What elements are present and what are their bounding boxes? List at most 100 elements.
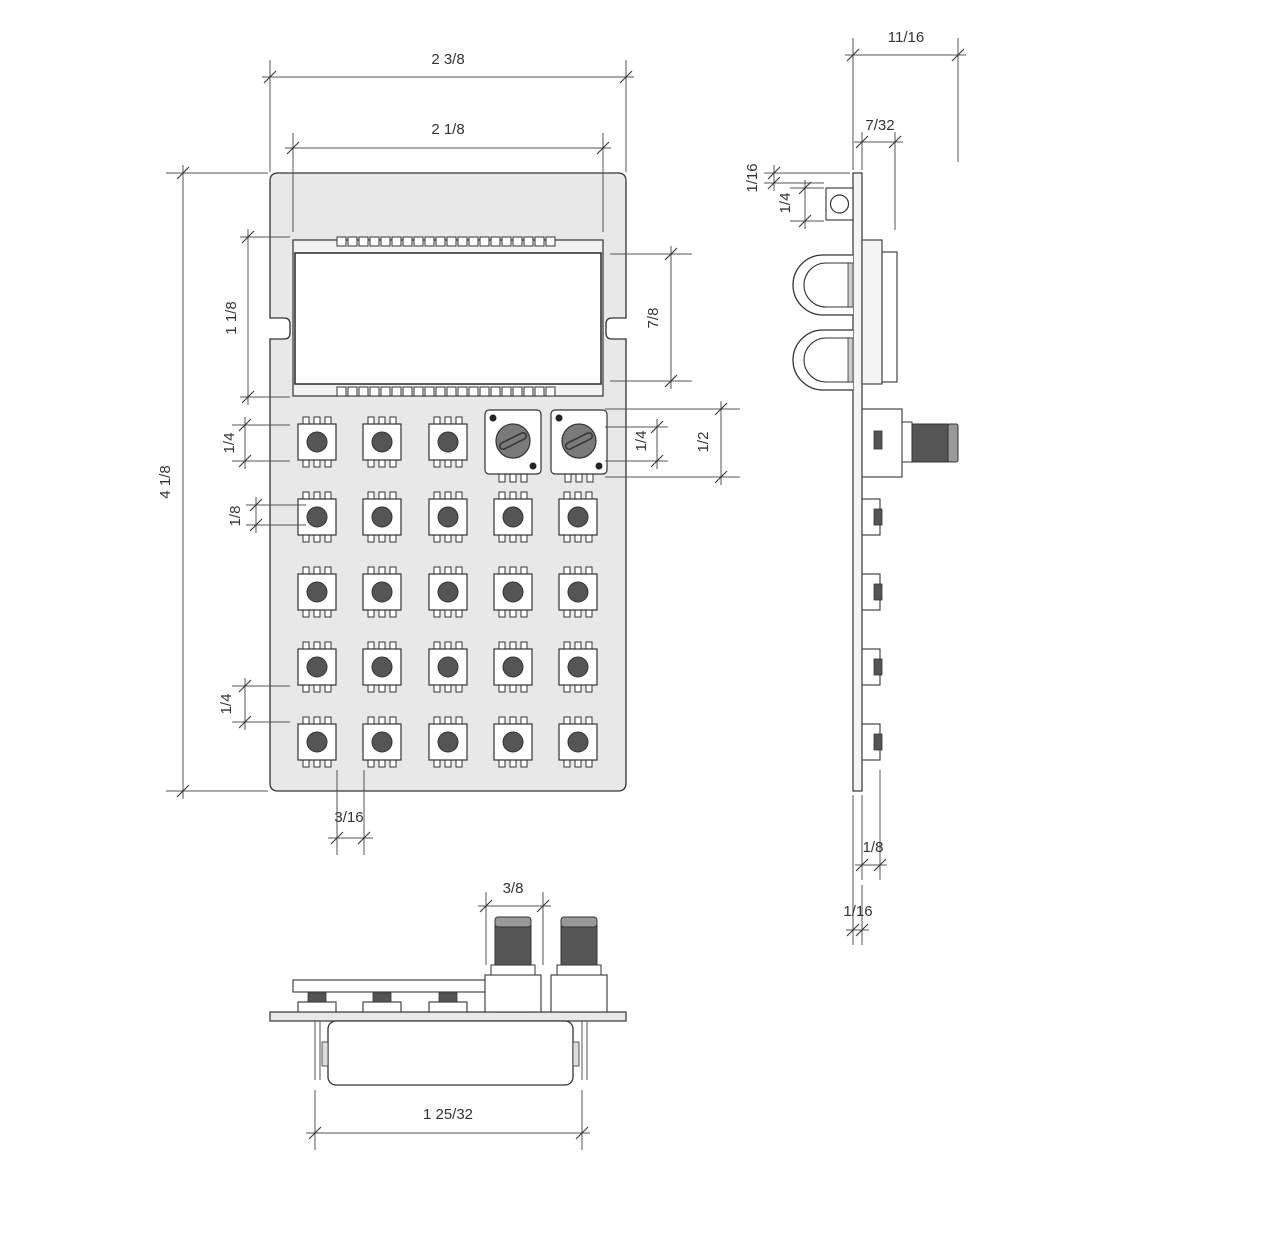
display-pin bbox=[446, 386, 457, 397]
button-cap bbox=[502, 581, 524, 603]
dim-display-width: 2 1/8 bbox=[431, 121, 464, 138]
display-pin bbox=[402, 236, 413, 247]
button[interactable] bbox=[362, 416, 402, 468]
dim-side-top-led: 1/4 bbox=[777, 193, 794, 214]
display-pin bbox=[534, 386, 545, 397]
display-pin bbox=[391, 386, 402, 397]
knob[interactable] bbox=[550, 409, 608, 483]
button[interactable] bbox=[428, 416, 468, 468]
battery bbox=[327, 1020, 574, 1086]
display-pin bbox=[457, 386, 468, 397]
display-pin bbox=[468, 386, 479, 397]
button-cap bbox=[371, 431, 393, 453]
button-cap bbox=[306, 506, 328, 528]
button-cap bbox=[502, 731, 524, 753]
side-display-frame bbox=[861, 239, 883, 385]
button-cap bbox=[306, 656, 328, 678]
display-pin bbox=[523, 236, 534, 247]
button[interactable] bbox=[558, 566, 598, 618]
button[interactable] bbox=[297, 491, 337, 543]
dim-display-height: 1 1/8 bbox=[223, 301, 240, 334]
display-pin bbox=[424, 386, 435, 397]
button-cap bbox=[502, 506, 524, 528]
side-knob-shaft bbox=[911, 423, 949, 463]
display-pin bbox=[347, 386, 358, 397]
display-pin bbox=[479, 386, 490, 397]
button[interactable] bbox=[362, 716, 402, 768]
button-cap bbox=[371, 506, 393, 528]
display-pin bbox=[490, 236, 501, 247]
button[interactable] bbox=[362, 641, 402, 693]
button-cap bbox=[437, 656, 459, 678]
bottom-display-strip bbox=[292, 979, 488, 993]
dim-button-size: 1/8 bbox=[227, 506, 244, 527]
bottom-knob bbox=[550, 916, 608, 1013]
button-cap bbox=[437, 731, 459, 753]
display-pin bbox=[369, 236, 380, 247]
battery-clip-bottom bbox=[792, 329, 853, 391]
button[interactable] bbox=[493, 491, 533, 543]
dim-side-top-small: 1/16 bbox=[744, 163, 761, 192]
display-pin bbox=[512, 236, 523, 247]
dim-knob-shaft-width: 3/8 bbox=[503, 880, 524, 897]
button[interactable] bbox=[558, 491, 598, 543]
knob[interactable] bbox=[484, 409, 542, 483]
display-pin bbox=[358, 236, 369, 247]
button[interactable] bbox=[297, 416, 337, 468]
dim-button-pitch-top: 1/4 bbox=[221, 433, 238, 454]
button[interactable] bbox=[493, 566, 533, 618]
button-cap bbox=[437, 431, 459, 453]
display-pin bbox=[391, 236, 402, 247]
display-pin bbox=[501, 236, 512, 247]
dim-knob-size: 1/4 bbox=[633, 431, 650, 452]
button[interactable] bbox=[428, 491, 468, 543]
battery-clip-top bbox=[792, 254, 853, 316]
button-cap bbox=[567, 731, 589, 753]
knob-group bbox=[484, 409, 608, 483]
button[interactable] bbox=[297, 566, 337, 618]
button[interactable] bbox=[558, 641, 598, 693]
button-cap bbox=[567, 506, 589, 528]
button-cap bbox=[371, 581, 393, 603]
button[interactable] bbox=[428, 716, 468, 768]
bottom-view bbox=[269, 916, 627, 1086]
bottom-button bbox=[362, 992, 402, 1013]
button[interactable] bbox=[428, 566, 468, 618]
side-button bbox=[861, 648, 883, 686]
button[interactable] bbox=[362, 491, 402, 543]
button-grid bbox=[297, 416, 598, 768]
dim-overall-width: 2 3/8 bbox=[431, 51, 464, 68]
button[interactable] bbox=[297, 716, 337, 768]
front-dimensions: 2 3/8 2 1/8 4 1/8 1 1/8 7/8 bbox=[157, 51, 740, 855]
display-pin bbox=[358, 386, 369, 397]
display-pin bbox=[380, 236, 391, 247]
button-cap bbox=[371, 731, 393, 753]
bottom-knob bbox=[484, 916, 542, 1013]
button-cap bbox=[567, 581, 589, 603]
display-pin bbox=[424, 236, 435, 247]
button-cap bbox=[567, 656, 589, 678]
button[interactable] bbox=[493, 641, 533, 693]
button-cap bbox=[306, 731, 328, 753]
dim-side-bottom-small: 1/16 bbox=[843, 903, 872, 920]
side-button bbox=[861, 723, 883, 761]
button[interactable] bbox=[428, 641, 468, 693]
button[interactable] bbox=[297, 641, 337, 693]
front-view bbox=[269, 172, 627, 792]
dim-side-board: 7/32 bbox=[865, 117, 894, 134]
dim-side-bottom-mid: 1/8 bbox=[863, 839, 884, 856]
button[interactable] bbox=[362, 566, 402, 618]
button[interactable] bbox=[558, 716, 598, 768]
display-pin bbox=[446, 236, 457, 247]
side-led bbox=[829, 194, 850, 214]
display-pin bbox=[479, 236, 490, 247]
display-pin bbox=[435, 386, 446, 397]
display-pin bbox=[512, 386, 523, 397]
display-pin bbox=[413, 236, 424, 247]
button[interactable] bbox=[493, 716, 533, 768]
display-pin bbox=[380, 386, 391, 397]
dim-display-window: 7/8 bbox=[645, 308, 662, 329]
display-pin bbox=[545, 236, 556, 247]
bottom-board bbox=[269, 1011, 627, 1022]
